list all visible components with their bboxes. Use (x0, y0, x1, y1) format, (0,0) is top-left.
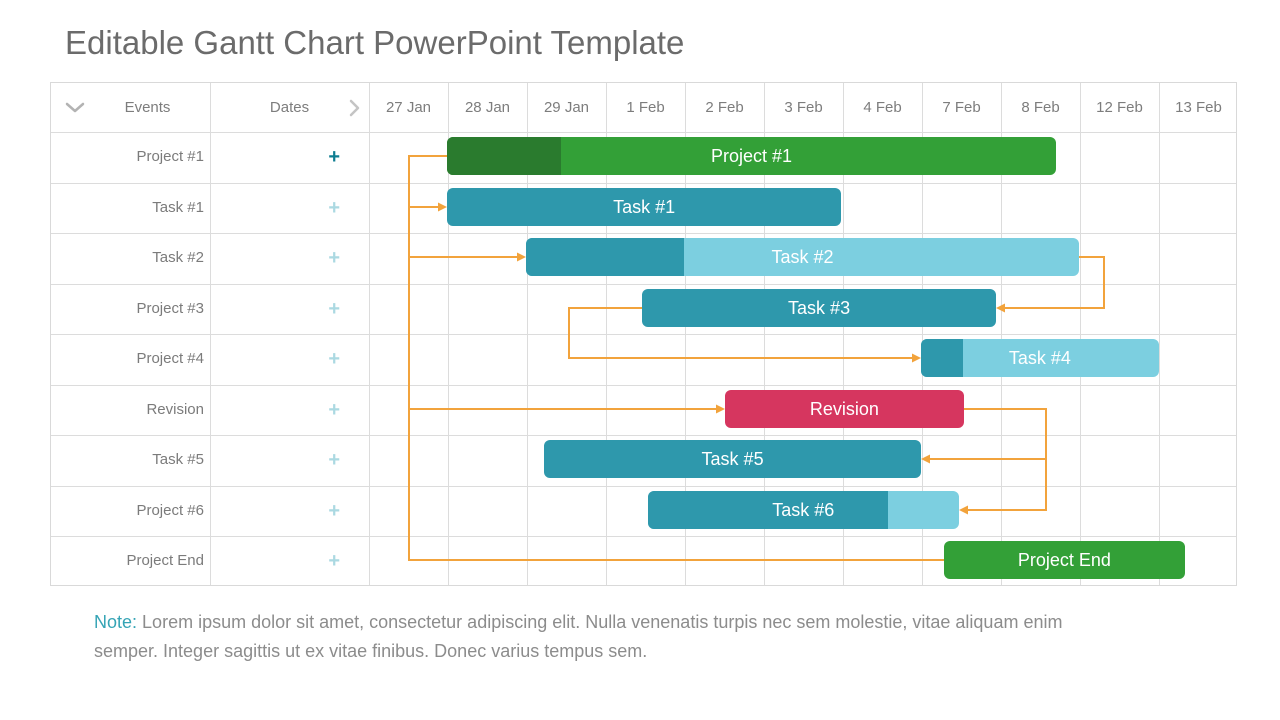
grid-hline (51, 132, 1236, 133)
note-text: Lorem ipsum dolor sit amet, consectetur … (94, 612, 1063, 661)
date-header-13-feb: 13 Feb (1175, 99, 1222, 116)
add-task-button-task-1[interactable]: + (328, 196, 340, 219)
event-row-label-revision: Revision (146, 400, 204, 418)
date-header-1-feb: 1 Feb (626, 99, 665, 116)
date-header-2-feb: 2 Feb (705, 99, 744, 116)
add-task-button-project-4[interactable]: + (328, 348, 340, 370)
grid-hline (51, 485, 1236, 487)
add-task-button-project-1[interactable]: + (328, 146, 340, 168)
add-task-button-project-6[interactable]: + (328, 499, 340, 522)
grid-hline (51, 182, 1236, 184)
date-header-7-feb: 7 Feb (942, 99, 981, 116)
event-row-label-task-1: Task #1 (152, 198, 204, 216)
gantt-bar-task-4[interactable]: Task #4 (921, 339, 1159, 378)
gantt-bar-label-revision: Revision (809, 398, 879, 419)
gantt-bar-task-3[interactable]: Task #3 (642, 288, 997, 327)
event-row-label-project-6: Project #6 (136, 501, 204, 519)
add-task-button-task-5[interactable]: + (328, 449, 340, 471)
gantt-bar-label-task-4: Task #4 (1008, 348, 1071, 369)
event-row-label-project-end: Project End (126, 552, 204, 569)
page-title: Editable Gantt Chart PowerPoint Template (65, 24, 685, 61)
chevron-right-icon[interactable] (349, 99, 360, 117)
date-header-28-jan: 28 Jan (464, 99, 511, 116)
gantt-bar-label-task-5: Task #5 (701, 449, 764, 470)
note: Note: Lorem ipsum dolor sit amet, consec… (94, 608, 1104, 666)
event-row-label-task-5: Task #5 (152, 451, 204, 468)
gantt-bar-label-task-3: Task #3 (788, 297, 851, 318)
dates-header-label: Dates (269, 99, 310, 116)
gantt-bar-task-2[interactable]: Task #2 (526, 238, 1079, 277)
gantt-bar-task-5[interactable]: Task #5 (544, 440, 921, 479)
add-task-button-revision[interactable]: + (328, 398, 340, 421)
add-task-button-project-end[interactable]: + (328, 550, 340, 572)
add-task-button-task-2[interactable]: + (328, 247, 340, 269)
event-row-label-project-4: Project #4 (136, 350, 204, 367)
add-task-button-project-3[interactable]: + (328, 297, 340, 320)
gantt-bar-revision[interactable]: Revision (725, 389, 964, 428)
date-header-3-feb: 3 Feb (784, 99, 823, 116)
grid-hline (51, 283, 1236, 285)
date-header-27-jan: 27 Jan (385, 99, 432, 116)
grid-hline (51, 233, 1236, 234)
grid-hline (51, 435, 1236, 436)
gantt-bar-label-project-1: Project #1 (711, 146, 793, 167)
grid-hline (51, 384, 1236, 386)
gantt-bar-label-project-end: Project End (1017, 550, 1111, 571)
gantt-bar-label-task-1: Task #1 (613, 196, 676, 217)
date-header-12-feb: 12 Feb (1096, 99, 1143, 116)
events-header-label: Events (124, 99, 171, 116)
date-header-4-feb: 4 Feb (863, 99, 902, 116)
gantt-bar-label-task-6: Task #6 (772, 499, 835, 520)
grid-hline (51, 334, 1236, 335)
gantt-bar-label-task-2: Task #2 (771, 247, 834, 268)
dates-header-cell: Dates (210, 83, 369, 132)
event-row-label-project-3: Project #3 (136, 299, 204, 317)
gantt-bar-task-1[interactable]: Task #1 (447, 187, 842, 226)
note-label: Note: (94, 612, 138, 632)
date-header-8-feb: 8 Feb (1021, 99, 1060, 116)
gantt-bar-project-end[interactable]: Project End (943, 541, 1185, 580)
gantt-bar-project-1[interactable]: Project #1 (447, 137, 1057, 176)
events-header-cell: Events (51, 83, 210, 132)
gantt-bar-task-6[interactable]: Task #6 (647, 490, 959, 529)
grid-hline (51, 536, 1236, 537)
event-row-label-project-1: Project #1 (136, 148, 204, 165)
chevron-down-icon[interactable] (65, 102, 85, 113)
date-header-29-jan: 29 Jan (543, 99, 590, 116)
event-row-label-task-2: Task #2 (152, 249, 204, 266)
